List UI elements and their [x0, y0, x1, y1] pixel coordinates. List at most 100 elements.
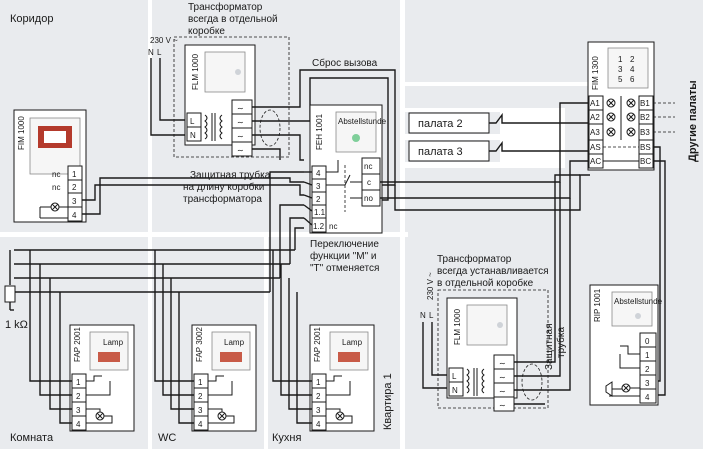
fim1300-screen-3: 3: [618, 65, 623, 74]
reset-call-label: Сброс вызова: [312, 57, 378, 69]
fap-wc-term-3: 3: [198, 406, 203, 415]
tube-note-2: на длину коробки: [183, 181, 264, 193]
fap-kitchen-name: FAP 2001: [313, 326, 322, 362]
transformer-top-note-1: Трансформатор: [188, 1, 263, 13]
ward2-label: палата 2: [418, 118, 463, 130]
tube-note-1: Защитная трубка: [190, 169, 271, 181]
transformer-top-note-3: коробке: [188, 25, 225, 37]
transformer-top-note-2: всегда в отдельной: [188, 14, 278, 25]
fim1300-name: FIM 1300: [591, 56, 600, 90]
fap-wc-term-2: 2: [198, 392, 203, 401]
fap-room-unit: Lamp FAP 2001 1 2 3 4: [69, 324, 135, 432]
fap-room-term-2: 2: [76, 392, 81, 401]
rip-term-0: 0: [645, 337, 650, 346]
fim1000-nc-1: nc: [52, 170, 60, 179]
fim1300-b1: B1: [640, 99, 650, 108]
supply-bottom-voltage: 230 V ~: [426, 272, 435, 300]
flm-top-coil-icon: [204, 114, 208, 140]
fim1300-ac: AC: [590, 157, 601, 166]
feh-name: FEH 1001: [315, 113, 324, 150]
transformer-bottom-note-3: в отдельной коробке: [437, 277, 534, 289]
fap-wc-unit: Lamp FAP 3002 1 2 3 4: [191, 324, 257, 432]
fap-room-term-1: 1: [76, 378, 81, 387]
fap-kitchen-unit: Lamp FAP 2001 1 2 3 4: [309, 324, 375, 432]
rip1001-unit: Abstellstunde RIP 1001 0 1 2 3 4: [589, 284, 663, 406]
protective-tube-bottom: [521, 363, 543, 401]
fim1300-screen-4: 4: [630, 65, 635, 74]
fim1300-screen-1: 1: [618, 55, 623, 64]
bus-wires: 1 kΩ: [4, 171, 304, 331]
fim1000-name: FIM 1000: [17, 116, 26, 150]
transformer-top-enclosure: [173, 36, 290, 158]
svg-text:∼: ∼: [237, 118, 244, 127]
fim1300-screen-6: 6: [630, 75, 635, 84]
fap-kitchen-term-3: 3: [316, 406, 321, 415]
wc-label: WC: [158, 432, 176, 444]
supply-top-voltage: 230 V ~: [150, 36, 178, 45]
fim1300-a2: A2: [590, 113, 600, 122]
flm-bottom-name: FLM 1000: [453, 308, 462, 345]
svg-text:∼: ∼: [237, 146, 244, 155]
fap-wc-name: FAP 3002: [195, 326, 204, 362]
apartment-label: Квартира 1: [382, 373, 394, 430]
feh-term-3: 3: [316, 182, 321, 191]
fim1000-unit: FIM 1000 1 2 3 4 nc nc: [13, 109, 87, 223]
fim1000-nc-2: nc: [52, 183, 60, 192]
feh-screen: Abstellstunde: [338, 117, 387, 126]
fap-room-term-4: 4: [76, 420, 81, 429]
fap-wc-term-1: 1: [198, 378, 203, 387]
fap-room-screen: Lamp: [103, 338, 124, 347]
svg-text:∼: ∼: [499, 387, 506, 396]
feh1001-unit: Abstellstunde FEH 1001 4 3 2 1.1 1.2 nc …: [309, 104, 387, 234]
fap-kitchen-term-1: 1: [316, 378, 321, 387]
svg-text:∼: ∼: [237, 104, 244, 113]
flm-bottom-unit: FLM 1000 L N ∼∼∼∼: [446, 297, 518, 412]
rip-screen: Abstellstunde: [614, 297, 663, 306]
rip-name: RIP 1001: [593, 288, 602, 322]
resistor: [4, 285, 16, 303]
fap-kitchen-screen: Lamp: [342, 338, 363, 347]
resistor-label: 1 kΩ: [5, 319, 28, 331]
flm-top-term-l: L: [190, 117, 195, 126]
feh-right-nc: nc: [364, 162, 372, 171]
feh-term-4: 4: [316, 169, 321, 178]
rip-term-2: 2: [645, 365, 650, 374]
transformer-bottom-note-2: всегда устанавливается: [437, 266, 549, 277]
fim1000-term-1: 1: [72, 170, 77, 179]
rip-term-4: 4: [645, 393, 650, 402]
fim1300-bc: BC: [640, 157, 651, 166]
flm-bottom-term-l: L: [452, 372, 457, 381]
fap-room-term-3: 3: [76, 406, 81, 415]
feh-right-c: c: [367, 178, 371, 187]
fap-kitchen-term-4: 4: [316, 420, 321, 429]
switching-note-1: Переключение: [310, 239, 379, 250]
corridor-label: Коридор: [10, 13, 53, 25]
fim1300-a3: A3: [590, 128, 600, 137]
svg-text:∼: ∼: [499, 359, 506, 368]
fap-wc-screen: Lamp: [224, 338, 245, 347]
tube-note-3: трансформатора: [183, 193, 262, 205]
fim1300-a1: A1: [590, 99, 600, 108]
switching-note-2: функции "М" и: [310, 250, 376, 262]
fim1000-term-4: 4: [72, 211, 77, 220]
protective-tube-top: [259, 109, 281, 147]
fim1000-term-2: 2: [72, 183, 77, 192]
flm-top-unit: FLM 1000 L N ∼∼∼∼: [184, 44, 256, 157]
kitchen-label: Кухня: [272, 432, 301, 444]
tube-vertical-note-2: трубка: [555, 327, 567, 358]
fim1300-as: AS: [590, 143, 601, 152]
flm-bottom-term-n: N: [452, 386, 458, 395]
svg-text:∼: ∼: [237, 132, 244, 141]
fim1300-b2: B2: [640, 113, 650, 122]
switching-note-3: "Т" отменяется: [310, 263, 379, 274]
supply-top-l: L: [157, 48, 162, 57]
tube-vertical-note-1: Защитная: [544, 324, 555, 371]
fim1300-screen-2: 2: [630, 55, 635, 64]
svg-text:∼: ∼: [499, 373, 506, 382]
fap-kitchen-term-2: 2: [316, 392, 321, 401]
fim1300-screen-5: 5: [618, 75, 623, 84]
rip-term-3: 3: [645, 379, 650, 388]
fim1300-bs: BS: [640, 143, 651, 152]
rip-term-1: 1: [645, 351, 650, 360]
